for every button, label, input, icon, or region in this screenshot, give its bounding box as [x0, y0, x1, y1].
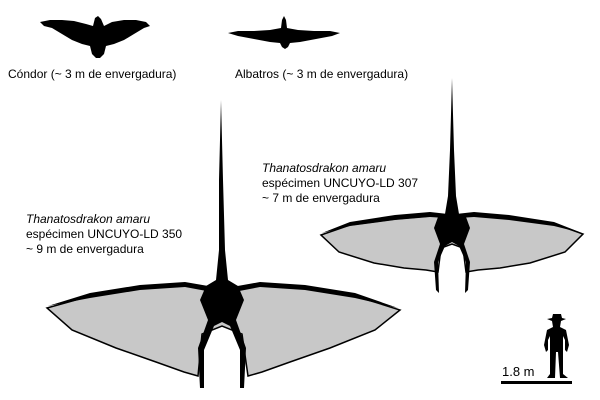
ld307-wingspan: ~ 7 m de envergadura — [262, 191, 380, 205]
human-scale-silhouette — [544, 314, 569, 378]
pterosaur-ld350-silhouette — [45, 100, 402, 388]
pterosaur-ld307-silhouette — [319, 78, 585, 293]
ld307-species: Thanatosdrakon amaru — [262, 161, 387, 175]
albatros-silhouette — [228, 16, 340, 49]
ld350-caption: Thanatosdrakon amaru espécimen UNCUYO-LD… — [26, 212, 182, 257]
condor-caption: Cóndor (~ 3 m de envergadura) — [8, 67, 177, 81]
ld350-wingspan: ~ 9 m de envergadura — [26, 242, 144, 256]
ld307-body — [434, 78, 470, 293]
ld350-specimen: espécimen UNCUYO-LD 350 — [26, 227, 183, 241]
scale-bar — [501, 381, 572, 384]
ld350-body — [198, 100, 246, 388]
condor-silhouette — [40, 16, 150, 58]
scale-label: 1.8 m — [502, 364, 535, 379]
albatros-caption: Albatros (~ 3 m de envergadura) — [235, 67, 409, 81]
ld307-caption: Thanatosdrakon amaru espécimen UNCUYO-LD… — [262, 161, 418, 206]
ld350-species: Thanatosdrakon amaru — [26, 212, 151, 226]
ld307-specimen: espécimen UNCUYO-LD 307 — [262, 176, 419, 190]
